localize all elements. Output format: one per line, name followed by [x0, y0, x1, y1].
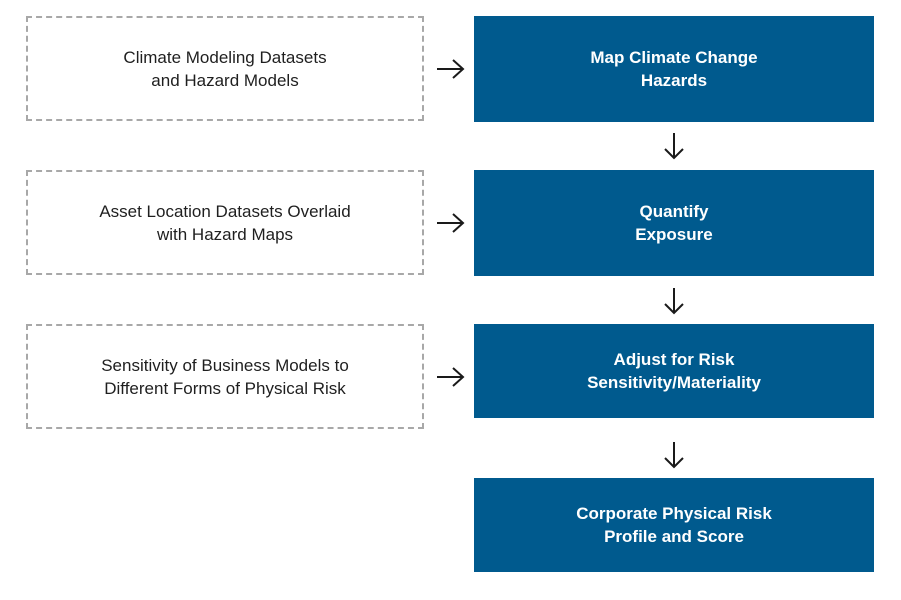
step-box-label: Hazards [640, 71, 708, 90]
right-arrow-icon [437, 367, 465, 387]
input-box-business-sensitivity: Sensitivity of Business Models to Differ… [26, 324, 424, 429]
input-box-asset-location: Asset Location Datasets Overlaid with Ha… [26, 170, 424, 275]
step-box-risk-profile-score: Corporate Physical Risk Profile and Scor… [474, 478, 874, 572]
right-arrow-icon [437, 213, 465, 233]
input-box-label: Asset Location Datasets Overlaid [99, 201, 351, 221]
step-box-map-hazards: Map Climate Change Hazards [474, 16, 874, 122]
down-arrow-icon [664, 442, 684, 469]
step-box-label: Sensitivity/Materiality [587, 373, 761, 392]
down-arrow-icon [664, 288, 684, 315]
input-box-label: Climate Modeling Datasets [123, 47, 327, 67]
right-arrow-icon [437, 59, 465, 79]
input-box-label: and Hazard Models [151, 70, 299, 90]
step-box-label: Map Climate Change [590, 48, 758, 67]
step-box-label: Corporate Physical Risk [576, 504, 772, 523]
step-box-adjust-sensitivity: Adjust for Risk Sensitivity/Materiality [474, 324, 874, 418]
step-box-label: Exposure [635, 225, 713, 244]
input-box-climate-modeling: Climate Modeling Datasets and Hazard Mod… [26, 16, 424, 121]
input-box-label: with Hazard Maps [156, 224, 294, 244]
step-box-label: Quantify [639, 202, 709, 221]
step-box-quantify-exposure: Quantify Exposure [474, 170, 874, 276]
input-box-label: Different Forms of Physical Risk [104, 378, 346, 398]
step-box-label: Adjust for Risk [613, 350, 735, 369]
step-box-label: Profile and Score [604, 527, 744, 546]
down-arrow-icon [664, 133, 684, 160]
input-box-label: Sensitivity of Business Models to [101, 355, 349, 375]
